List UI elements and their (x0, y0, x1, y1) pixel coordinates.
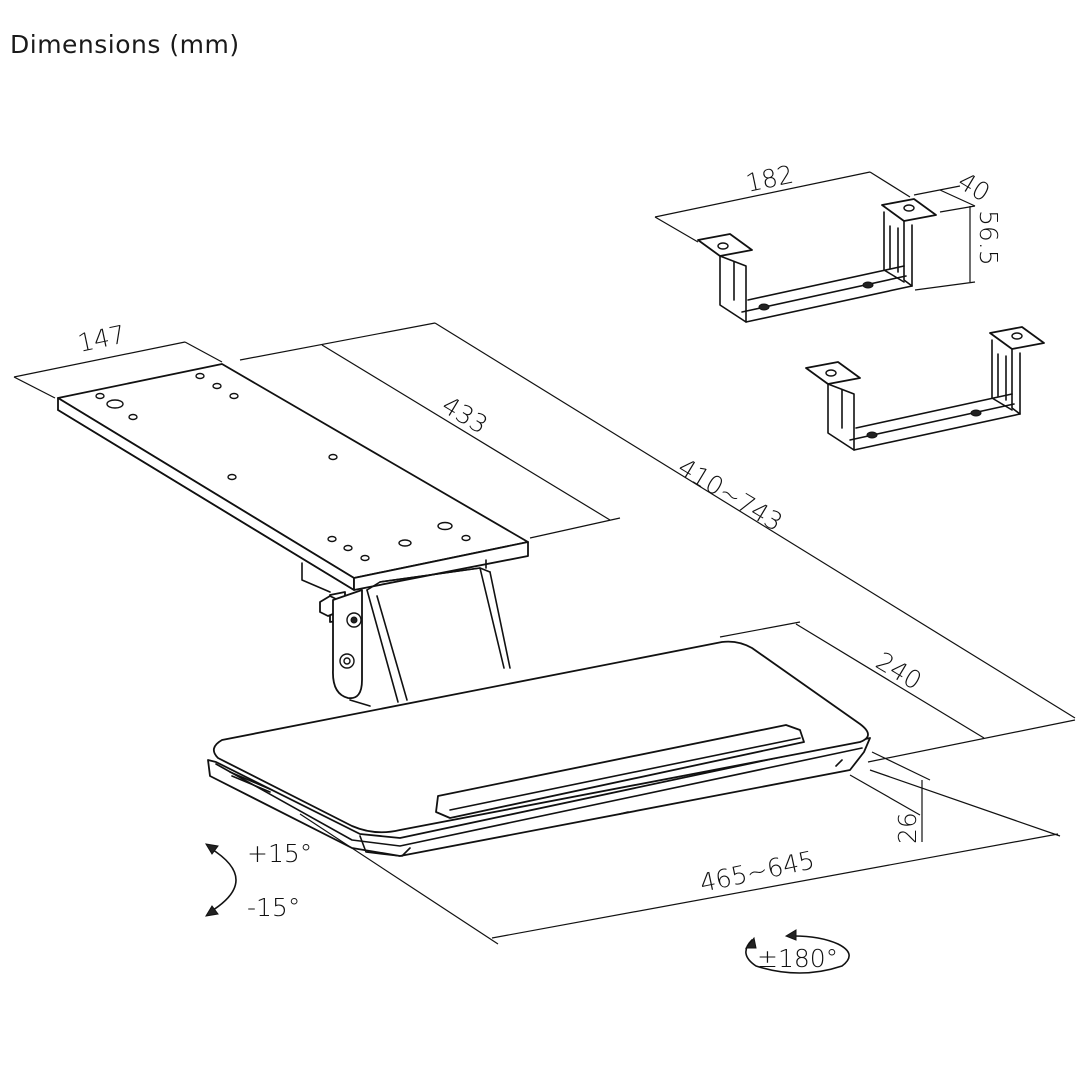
label-bracket-flange: 40 (953, 166, 995, 207)
label-tilt-up: +15° (247, 839, 312, 868)
label-tilt-down: -15° (247, 893, 300, 922)
label-bracket-height: 56.5 (974, 210, 1003, 266)
label-bracket-width: 182 (743, 160, 796, 198)
label-tray-thickness: 26 (893, 812, 922, 844)
bracket-dimension-lines (654, 171, 976, 291)
keyboard-tray (207, 640, 871, 857)
swivel-arrow-icon (744, 929, 850, 974)
label-tray-depth: 240 (871, 646, 927, 695)
diagram-title: Dimensions (mm) (10, 30, 240, 59)
mounting-bracket-upper (697, 198, 937, 323)
tilt-arrow-icon (205, 843, 237, 917)
tray-dimension-lines (299, 621, 1076, 945)
mounting-bracket-lower (805, 326, 1045, 451)
label-mount-plate-width: 147 (75, 320, 128, 358)
tray-arm (301, 559, 511, 707)
mounting-plate (57, 363, 529, 591)
label-track-travel: 410~743 (673, 452, 788, 537)
mount-plate-dimension-lines (13, 322, 1076, 719)
label-tray-width: 465~645 (697, 845, 817, 898)
label-swivel: ±180° (757, 944, 838, 973)
